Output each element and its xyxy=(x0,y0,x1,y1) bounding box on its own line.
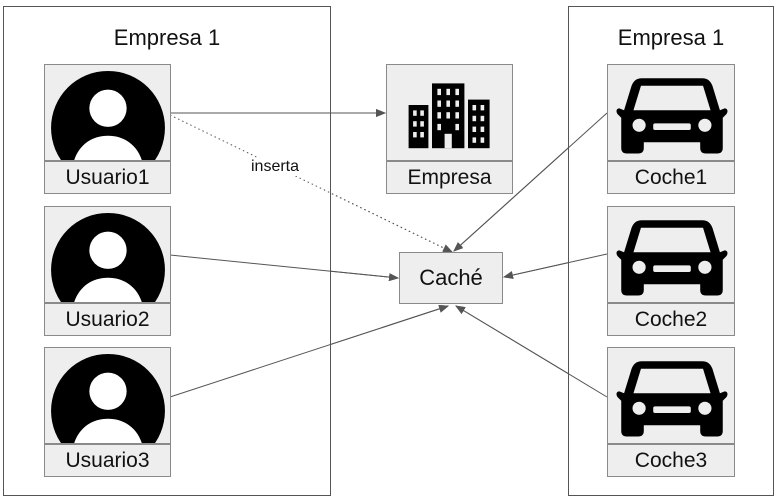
usuario3-tile[interactable] xyxy=(44,347,171,444)
empresa-label[interactable]: Empresa xyxy=(386,161,513,194)
coche2-label[interactable]: Coche2 xyxy=(607,303,735,336)
car-icon xyxy=(616,361,728,437)
group-title-right: Empresa 1 xyxy=(617,25,725,50)
car-icon xyxy=(616,78,728,154)
edge-usuario3-cache-overlay xyxy=(169,304,449,398)
coche3-tile[interactable] xyxy=(607,347,735,444)
user-avatar-icon xyxy=(51,212,165,302)
empresa-tile[interactable] xyxy=(386,64,513,161)
coche1-tile[interactable] xyxy=(607,64,735,161)
usuario2-tile[interactable] xyxy=(44,206,171,303)
usuario2-label[interactable]: Usuario2 xyxy=(44,303,171,336)
user-avatar-icon xyxy=(51,353,165,443)
edge-coche1-cache-overlay xyxy=(453,112,608,252)
edge-coche2-cache-overlay xyxy=(503,253,608,279)
usuario1-tile[interactable] xyxy=(44,64,171,161)
edge-coche3-cache-overlay xyxy=(455,305,608,398)
usuario3-label[interactable]: Usuario3 xyxy=(44,444,171,477)
coche3-label[interactable]: Coche3 xyxy=(607,444,735,477)
edge-label-inserta: inserta xyxy=(249,158,302,176)
edge-usuario1-cache-overlay xyxy=(169,114,453,253)
usuario1-label[interactable]: Usuario1 xyxy=(44,161,171,194)
coche2-tile[interactable] xyxy=(607,206,735,303)
car-icon xyxy=(616,220,728,296)
edge-usuario2-cache-overlay xyxy=(169,254,399,282)
user-avatar-icon xyxy=(51,70,165,160)
group-title-left: Empresa 1 xyxy=(113,25,221,50)
coche1-label[interactable]: Coche1 xyxy=(607,161,735,194)
cache-node[interactable]: Caché xyxy=(399,252,503,304)
building-icon xyxy=(408,83,490,149)
